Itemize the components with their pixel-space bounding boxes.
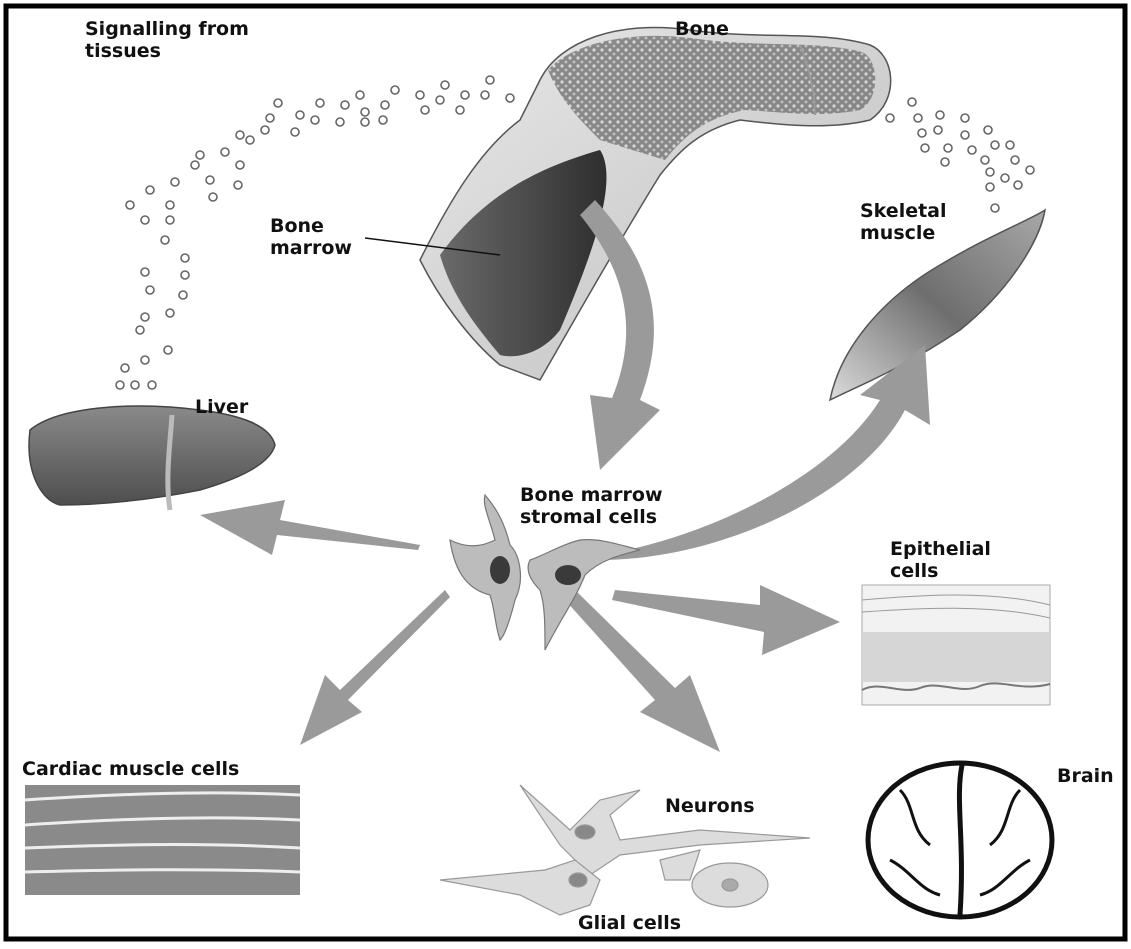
label-bone-marrow: Bone marrow bbox=[270, 215, 352, 259]
label-signalling-from-tissues: Signalling from tissues bbox=[85, 18, 249, 62]
label-epithelial-cells: Epithelial cells bbox=[890, 538, 991, 582]
epithelial-cells-illustration bbox=[862, 585, 1050, 705]
label-cardiac-muscle-cells: Cardiac muscle cells bbox=[22, 758, 239, 780]
label-stromal-cells: Bone marrow stromal cells bbox=[520, 484, 663, 528]
label-neurons: Neurons bbox=[665, 795, 755, 817]
label-liver: Liver bbox=[195, 396, 248, 418]
label-glial-cells: Glial cells bbox=[578, 912, 681, 934]
liver-illustration bbox=[29, 406, 275, 510]
label-brain: Brain bbox=[1057, 765, 1114, 787]
brain-illustration bbox=[868, 763, 1052, 917]
bone-illustration bbox=[420, 27, 891, 380]
label-bone: Bone bbox=[675, 18, 729, 40]
label-skeletal-muscle: Skeletal muscle bbox=[860, 200, 947, 244]
signalling-dots-right bbox=[886, 98, 1034, 212]
cardiac-muscle-illustration bbox=[25, 785, 300, 895]
